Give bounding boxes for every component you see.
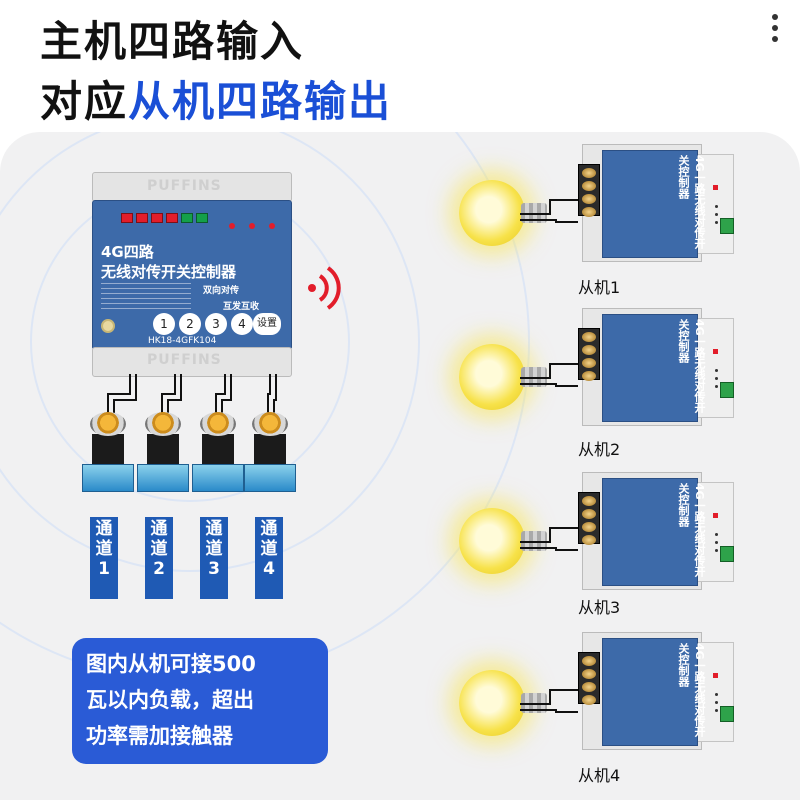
led-indicator	[181, 213, 193, 223]
headline-highlight: 从机四路输出	[128, 77, 393, 126]
push-button-3[interactable]	[190, 412, 246, 494]
master-mode-line1: 双向对传	[203, 286, 240, 296]
model-number: HK18-4GFK104	[148, 336, 217, 346]
master-unit: PUFFINS 4G四路 无线对传开关控制器 双向对传 互发互收 1 2 3 4	[92, 172, 292, 387]
led-indicator	[136, 213, 148, 223]
input-wires	[107, 374, 277, 414]
more-menu-icon[interactable]	[768, 14, 782, 46]
load-info-box: 图内从机可接500 瓦以内负载，超出 功率需加接触器	[72, 638, 328, 764]
master-mode-line2: 互发互收	[223, 302, 260, 312]
slave-title: 4G一路无线对传开关控制器	[677, 483, 706, 577]
info-line1: 图内从机可接500	[86, 652, 256, 676]
light-bulb-icon	[445, 340, 555, 426]
channel-button-2[interactable]: 2	[179, 313, 201, 335]
led-indicator	[121, 213, 133, 223]
push-button-4[interactable]	[242, 412, 298, 494]
push-button-2[interactable]	[135, 412, 191, 494]
master-title-line2: 无线对传开关控制器	[101, 263, 237, 281]
slave-label-3: 从机3	[578, 598, 621, 617]
slave-title: 4G一路无线对传开关控制器	[677, 155, 706, 249]
wireless-signal-icon	[308, 266, 341, 310]
info-line3: 功率需加接触器	[86, 724, 233, 748]
brand-logo: PUFFINS	[147, 352, 222, 368]
antenna-icon	[101, 319, 115, 333]
slave-label-4: 从机4	[578, 766, 621, 785]
setting-button[interactable]: 设置	[253, 313, 281, 335]
master-title-line1: 4G四路	[101, 243, 154, 261]
push-button-1[interactable]	[80, 412, 136, 494]
output-wires	[520, 199, 578, 713]
info-line2: 瓦以内负载，超出	[86, 688, 254, 712]
headline-line2: 对应从机四路输出	[40, 68, 392, 129]
slave-label-2: 从机2	[578, 440, 621, 459]
slave-unit-2: 4G一路无线对传开关控制器	[570, 308, 750, 428]
channel-button-3[interactable]: 3	[205, 313, 227, 335]
channel-button-row: 1 2 3 4	[153, 313, 253, 335]
slave-title: 4G一路无线对传开关控制器	[677, 319, 706, 413]
led-indicator	[151, 213, 163, 223]
slave-unit-3: 4G一路无线对传开关控制器	[570, 472, 750, 592]
headline-line1: 主机四路输入	[40, 17, 305, 66]
led-row	[121, 213, 208, 223]
channel-button-1[interactable]: 1	[153, 313, 175, 335]
slave-title: 4G一路无线对传开关控制器	[677, 643, 706, 737]
slave-unit-4: 4G一路无线对传开关控制器	[570, 632, 750, 752]
channel-button-4[interactable]: 4	[231, 313, 253, 335]
din-rail-bottom	[92, 347, 292, 377]
brand-logo: PUFFINS	[147, 178, 222, 194]
light-bulb-icon	[445, 504, 555, 590]
headline-prefix: 对应	[40, 77, 129, 126]
light-bulb-icon	[445, 176, 555, 262]
slave-label-1: 从机1	[578, 278, 621, 297]
led-indicator	[166, 213, 178, 223]
content-panel: PUFFINS 4G四路 无线对传开关控制器 双向对传 互发互收 1 2 3 4	[0, 132, 800, 800]
led-indicator	[196, 213, 208, 223]
instruction-text-block	[101, 283, 191, 313]
slave-unit-1: 4G一路无线对传开关控制器	[570, 144, 750, 264]
status-dots	[229, 223, 275, 229]
